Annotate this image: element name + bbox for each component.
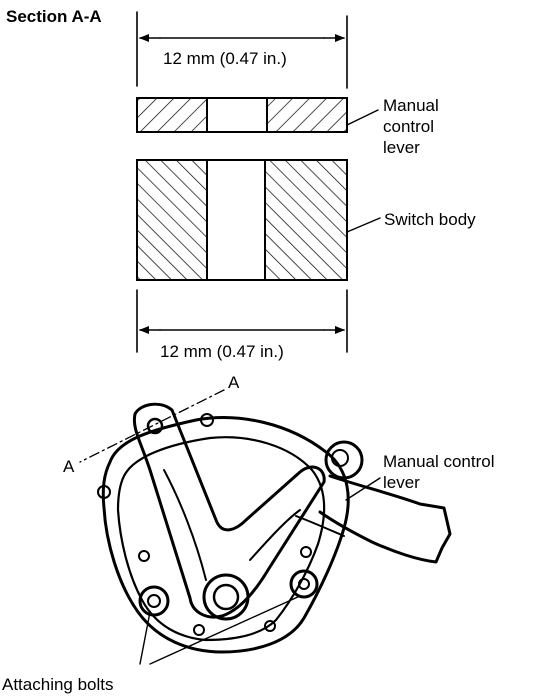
- leader-lever-bottom: [345, 477, 381, 501]
- section-marker-left: A: [63, 457, 75, 476]
- section-title: Section A-A: [6, 7, 102, 26]
- dimension-top: 12 mm (0.47 in.): [136, 11, 348, 89]
- dimension-bottom: 12 mm (0.47 in.): [136, 289, 348, 361]
- leader-lever-top: [346, 109, 379, 126]
- label-lever-top-3: lever: [383, 138, 420, 157]
- label-lever-bottom-1: Manual control: [383, 452, 495, 471]
- label-switch-body: Switch body: [384, 210, 476, 229]
- section-line: [79, 389, 225, 463]
- dimension-bottom-label: 12 mm (0.47 in.): [160, 342, 284, 361]
- leader-bolt-right: [149, 595, 301, 665]
- label-lever-bottom-2: lever: [383, 473, 420, 492]
- switch-assembly: [97, 402, 452, 654]
- label-attaching-bolts: Attaching bolts: [2, 675, 114, 694]
- label-lever-top-1: Manual: [383, 96, 439, 115]
- leader-bolt-left: [139, 611, 151, 665]
- dimension-top-label: 12 mm (0.47 in.): [163, 49, 287, 68]
- switch-body-section: [136, 159, 348, 281]
- lever-section: [136, 97, 348, 133]
- label-lever-top-2: control: [383, 117, 434, 136]
- section-marker-top: A: [228, 373, 240, 392]
- leader-switch-body: [346, 217, 381, 233]
